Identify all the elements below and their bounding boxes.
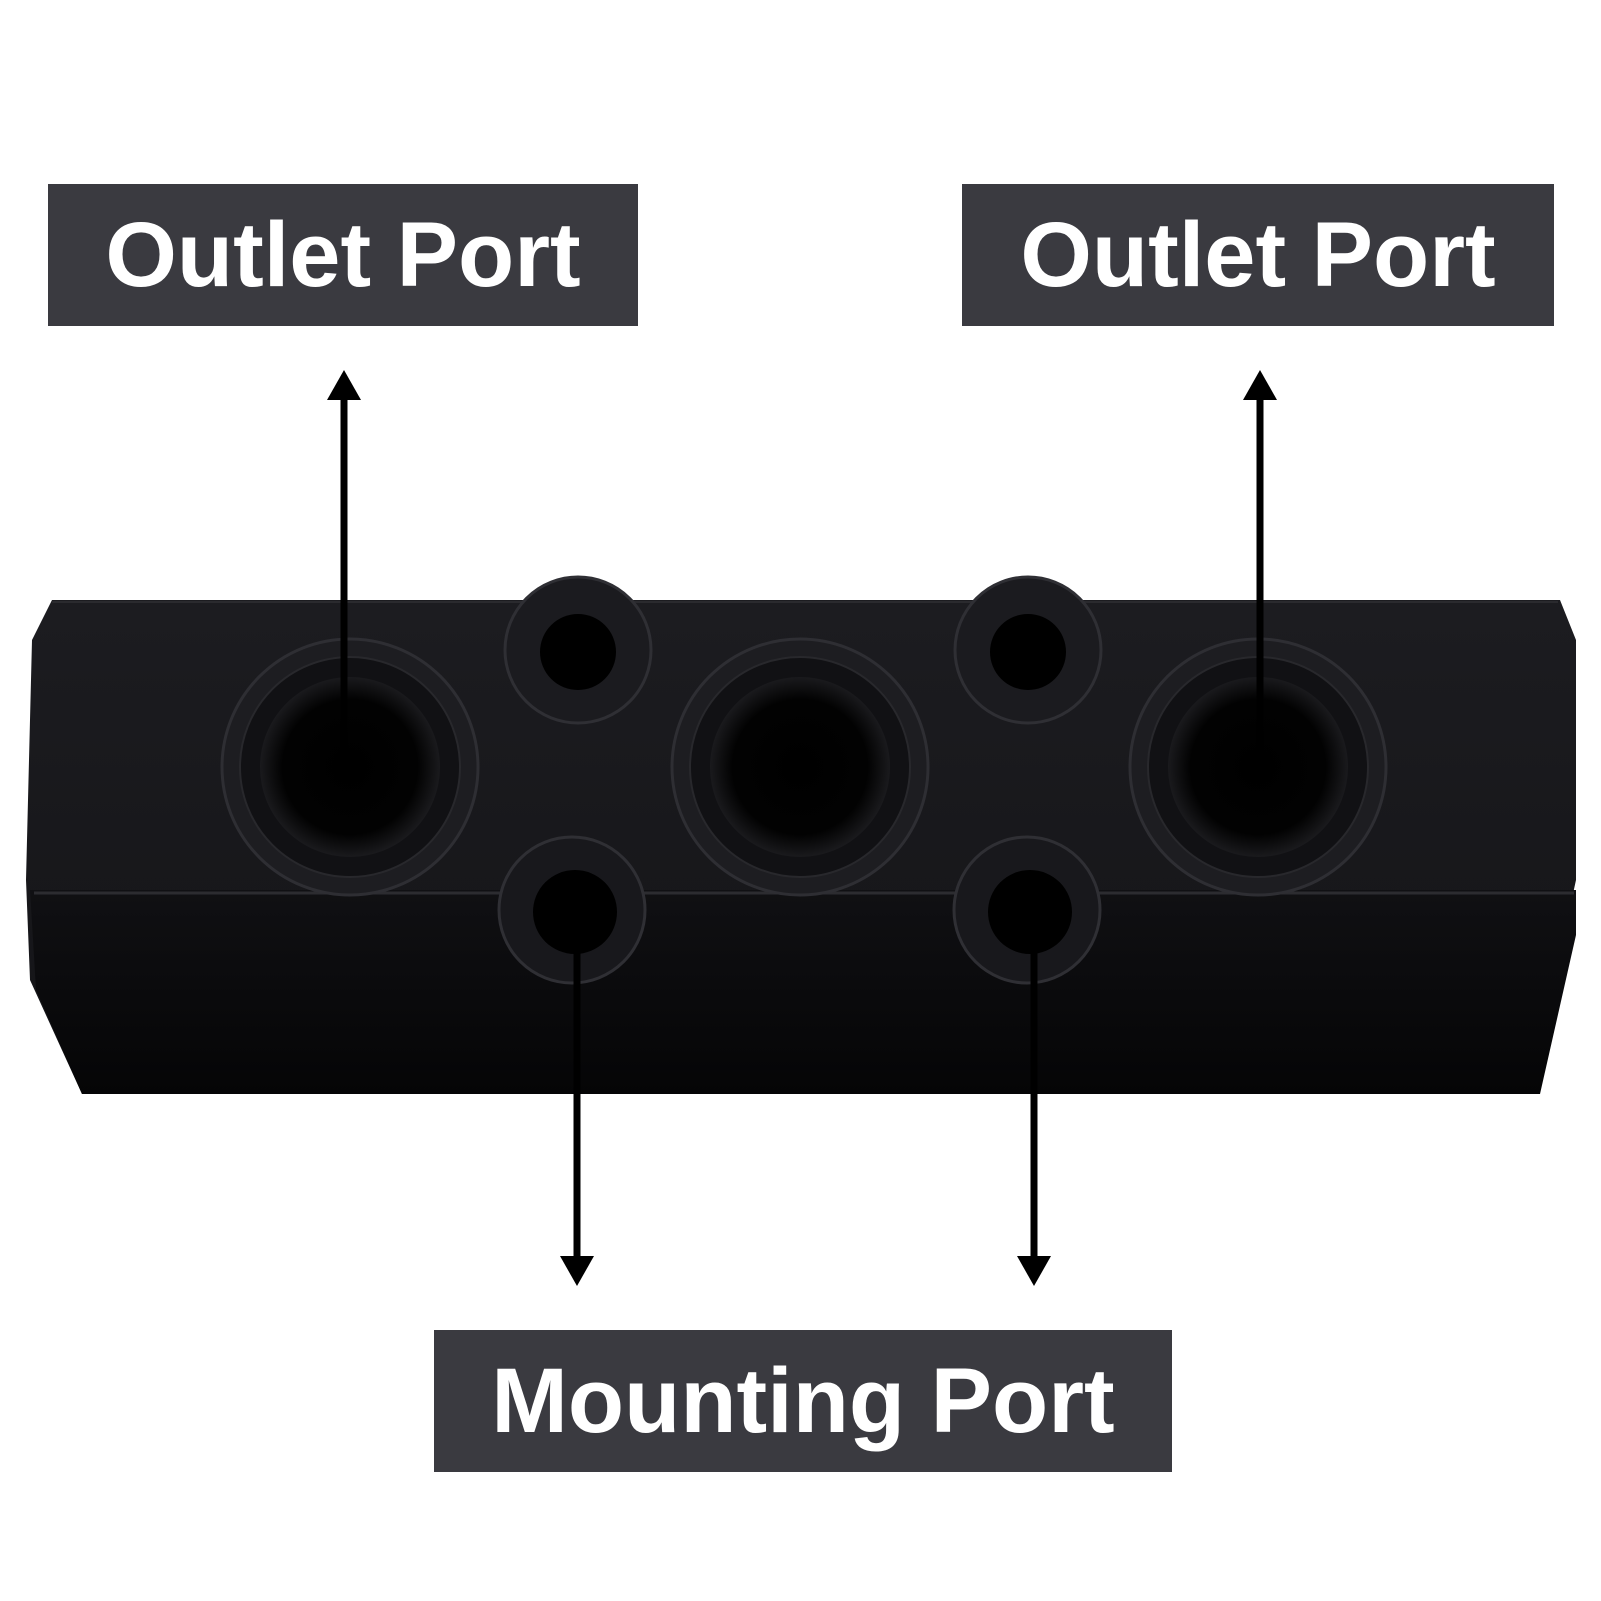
mounting-hole-top-left <box>503 575 653 725</box>
block-lower-bevel <box>30 890 1576 1094</box>
arrow-mounting-right <box>1017 910 1051 1286</box>
mounting-hole-bottom-right <box>952 835 1102 985</box>
mounting-hole-bottom-left <box>497 835 647 985</box>
arrow-outlet-left <box>327 370 361 770</box>
outlet-port-center <box>670 637 930 897</box>
mounting-hole-top-right <box>953 575 1103 725</box>
arrow-mounting-left <box>560 910 594 1286</box>
outlet-port-label-right: Outlet Port <box>962 184 1554 326</box>
outlet-port-left <box>220 637 480 897</box>
mounting-port-label: Mounting Port <box>434 1330 1172 1472</box>
outlet-port-label-left: Outlet Port <box>48 184 638 326</box>
arrow-outlet-right <box>1243 370 1277 770</box>
